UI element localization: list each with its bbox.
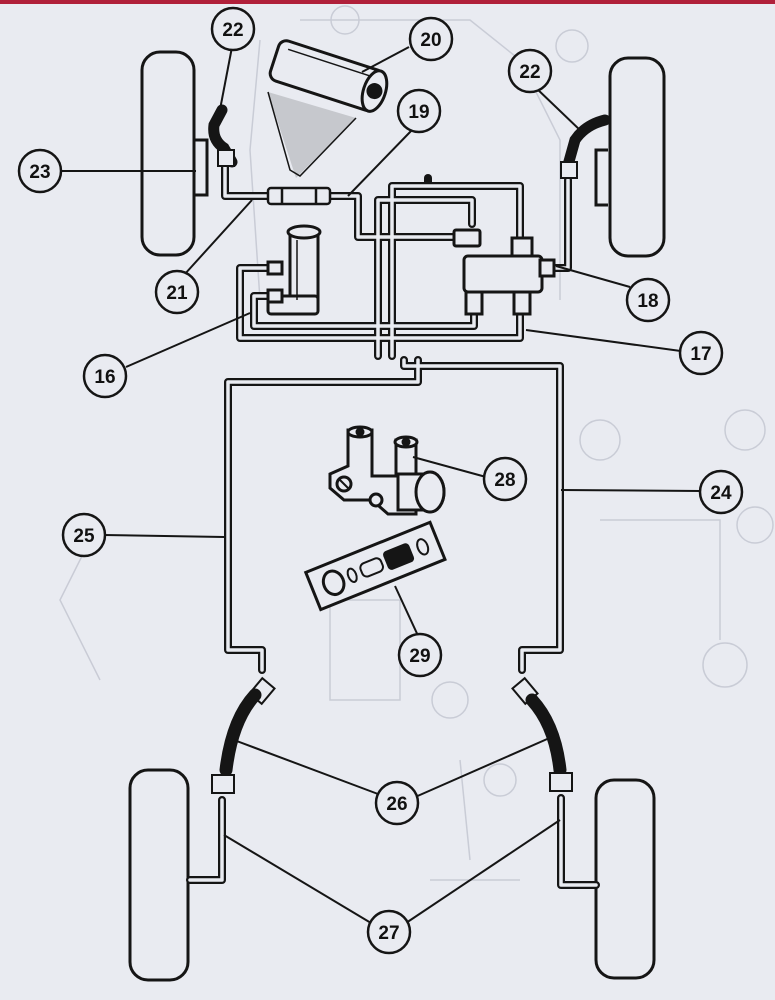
callout-label: 20: [420, 30, 441, 51]
pipe-sleeve-icon: [268, 39, 389, 113]
brake-hose-icon: [562, 114, 611, 171]
callout-26: 26: [374, 780, 420, 826]
hose-fitting: [549, 772, 573, 792]
hose-fitting: [211, 774, 235, 794]
brake-pipes-inner: [188, 163, 598, 887]
callout-24: 24: [698, 469, 744, 515]
wheel-icon: [594, 778, 656, 980]
front-left-hose: [208, 104, 238, 168]
callout-19: 19: [396, 88, 442, 134]
brake-hose-icon: [219, 688, 262, 777]
master-cylinder: [266, 224, 322, 316]
wheel-front-right: [608, 56, 666, 258]
callout-label: 22: [519, 62, 540, 83]
callout-label: 21: [166, 283, 188, 304]
seal-kit-icon: [303, 520, 447, 612]
wheel-icon: [128, 768, 190, 982]
wheel-rear-left: [128, 768, 190, 982]
callout-18: 18: [625, 277, 671, 323]
callout-label: 29: [409, 646, 430, 667]
callout-label: 16: [94, 367, 115, 388]
top-border: [0, 0, 775, 4]
pipe-connector: [266, 186, 332, 206]
callout-label: 23: [29, 162, 50, 183]
callout-22-right: 22: [507, 48, 553, 94]
pipe-sleeve-detail: [267, 39, 389, 178]
spray-cone: [268, 92, 356, 178]
rear-left-hose: [211, 676, 276, 794]
callout-label: 24: [710, 483, 732, 504]
hose-fitting: [560, 161, 578, 179]
callout-23: 23: [17, 148, 63, 194]
front-right-hose: [560, 114, 611, 179]
hose-fitting: [217, 149, 235, 167]
callout-27: 27: [366, 909, 412, 955]
brake-hose-icon: [525, 693, 567, 777]
callout-16: 16: [82, 353, 128, 399]
callout-label: 17: [690, 344, 711, 365]
callout-label: 26: [386, 794, 407, 815]
wheel-rear-right: [594, 778, 656, 980]
distribution-block: [452, 228, 556, 316]
callout-17: 17: [678, 330, 724, 376]
callout-28: 28: [482, 456, 528, 502]
callout-21: 21: [154, 269, 200, 315]
seal-kit: [303, 520, 447, 612]
wheel-icon: [140, 50, 196, 257]
front-right-caliper: [594, 148, 608, 207]
callout-label: 27: [378, 923, 399, 944]
front-left-caliper: [195, 138, 209, 197]
callout-label: 22: [222, 20, 243, 41]
proportioning-valve: [328, 425, 446, 516]
callout-label: 18: [637, 291, 658, 312]
callout-label: 25: [73, 526, 95, 547]
wheel-icon: [608, 56, 666, 258]
callout-label: 19: [408, 102, 429, 123]
callout-label: 28: [494, 470, 515, 491]
callout-20: 20: [408, 16, 454, 62]
leader-lines: [59, 46, 702, 924]
callout-22-left: 22: [210, 6, 256, 52]
wheel-front-left: [140, 50, 196, 257]
brake-hose-icon: [208, 104, 238, 168]
proportioning-valve-icon: [328, 425, 446, 516]
callout-25: 25: [61, 512, 107, 558]
master-cylinder-icon: [266, 224, 322, 316]
callout-29: 29: [397, 632, 443, 678]
rear-right-hose: [511, 676, 573, 792]
